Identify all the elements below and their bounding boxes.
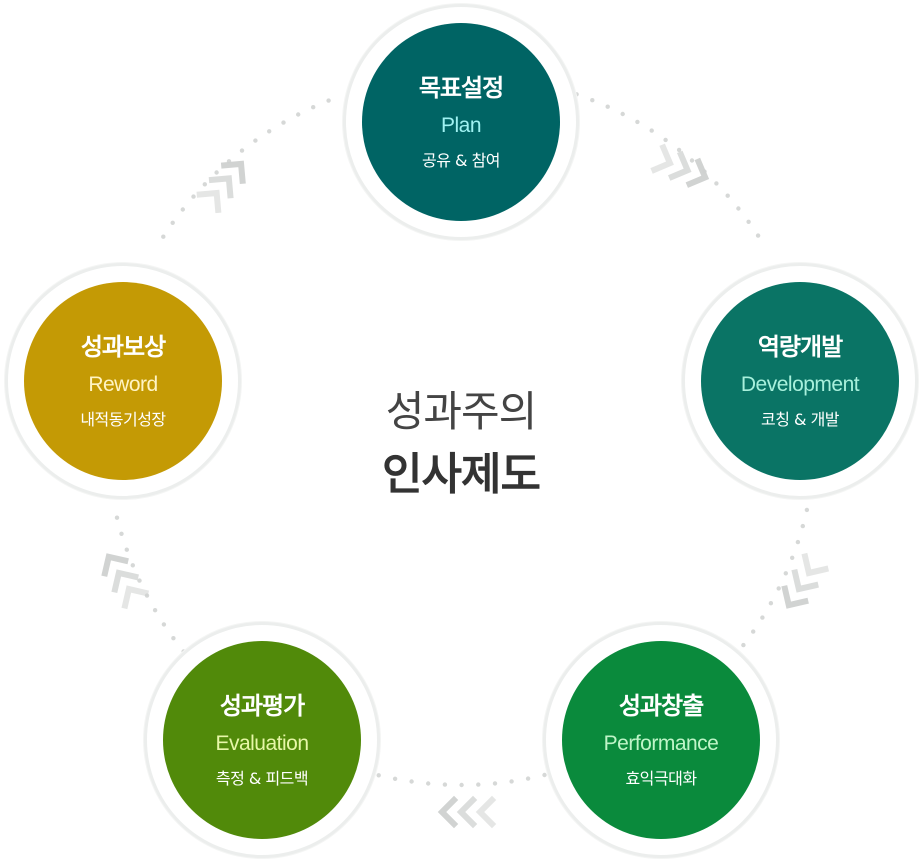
node-development-circle: 역량개발 Development 코칭 & 개발 xyxy=(701,282,899,480)
node-evaluation-circle: 성과평가 Evaluation 측정 & 피드백 xyxy=(163,641,361,839)
node-plan-subtitle: 공유 & 참여 xyxy=(421,151,501,171)
chevron-arrows-to-plan-icon xyxy=(196,160,246,214)
node-development-title: 역량개발 xyxy=(757,332,843,361)
node-plan-title: 목표설정 xyxy=(418,73,504,102)
node-performance-subtitle: 효익극대화 xyxy=(625,769,697,789)
node-evaluation: 성과평가 Evaluation 측정 & 피드백 xyxy=(144,622,380,858)
node-reward-english: Reword xyxy=(88,372,158,396)
node-development-english: Development xyxy=(740,372,860,396)
node-evaluation-subtitle: 측정 & 피드백 xyxy=(215,769,309,789)
node-plan-english: Plan xyxy=(440,113,482,137)
node-reward-title: 성과보상 xyxy=(80,332,166,361)
chevron-arrows-to-performance-icon xyxy=(781,552,830,609)
chevron-arrows-to-evaluation-icon xyxy=(437,795,497,829)
node-performance: 성과창출 Performance 효익극대화 xyxy=(543,622,779,858)
center-title-line2: 인사제도 xyxy=(382,448,541,500)
node-plan-circle: 목표설정 Plan 공유 & 참여 xyxy=(362,23,560,221)
node-reward: 성과보상 Reword 내적동기성장 xyxy=(5,263,241,499)
center-title-line1: 성과주의 xyxy=(385,387,538,436)
chevron-arrows-to-development-icon xyxy=(650,143,710,188)
dotted-arc-plan-development xyxy=(574,92,761,238)
node-performance-circle: 성과창출 Performance 효익극대화 xyxy=(562,641,760,839)
node-development: 역량개발 Development 코칭 & 개발 xyxy=(682,263,918,499)
dotted-arc-reward-plan xyxy=(161,98,331,239)
center-title: 성과주의 인사제도 xyxy=(311,385,611,503)
node-evaluation-title: 성과평가 xyxy=(219,691,305,720)
node-reward-circle: 성과보상 Reword 내적동기성장 xyxy=(24,282,222,480)
node-reward-subtitle: 내적동기성장 xyxy=(80,410,166,430)
node-performance-english: Performance xyxy=(603,731,719,755)
chevron-arrows-to-reward-icon xyxy=(101,553,150,610)
node-evaluation-english: Evaluation xyxy=(215,731,309,755)
dotted-arc-performance-evaluation xyxy=(344,763,579,788)
node-performance-title: 성과창출 xyxy=(618,691,704,720)
node-development-subtitle: 코칭 & 개발 xyxy=(760,410,840,430)
node-plan: 목표설정 Plan 공유 & 참여 xyxy=(343,4,579,240)
